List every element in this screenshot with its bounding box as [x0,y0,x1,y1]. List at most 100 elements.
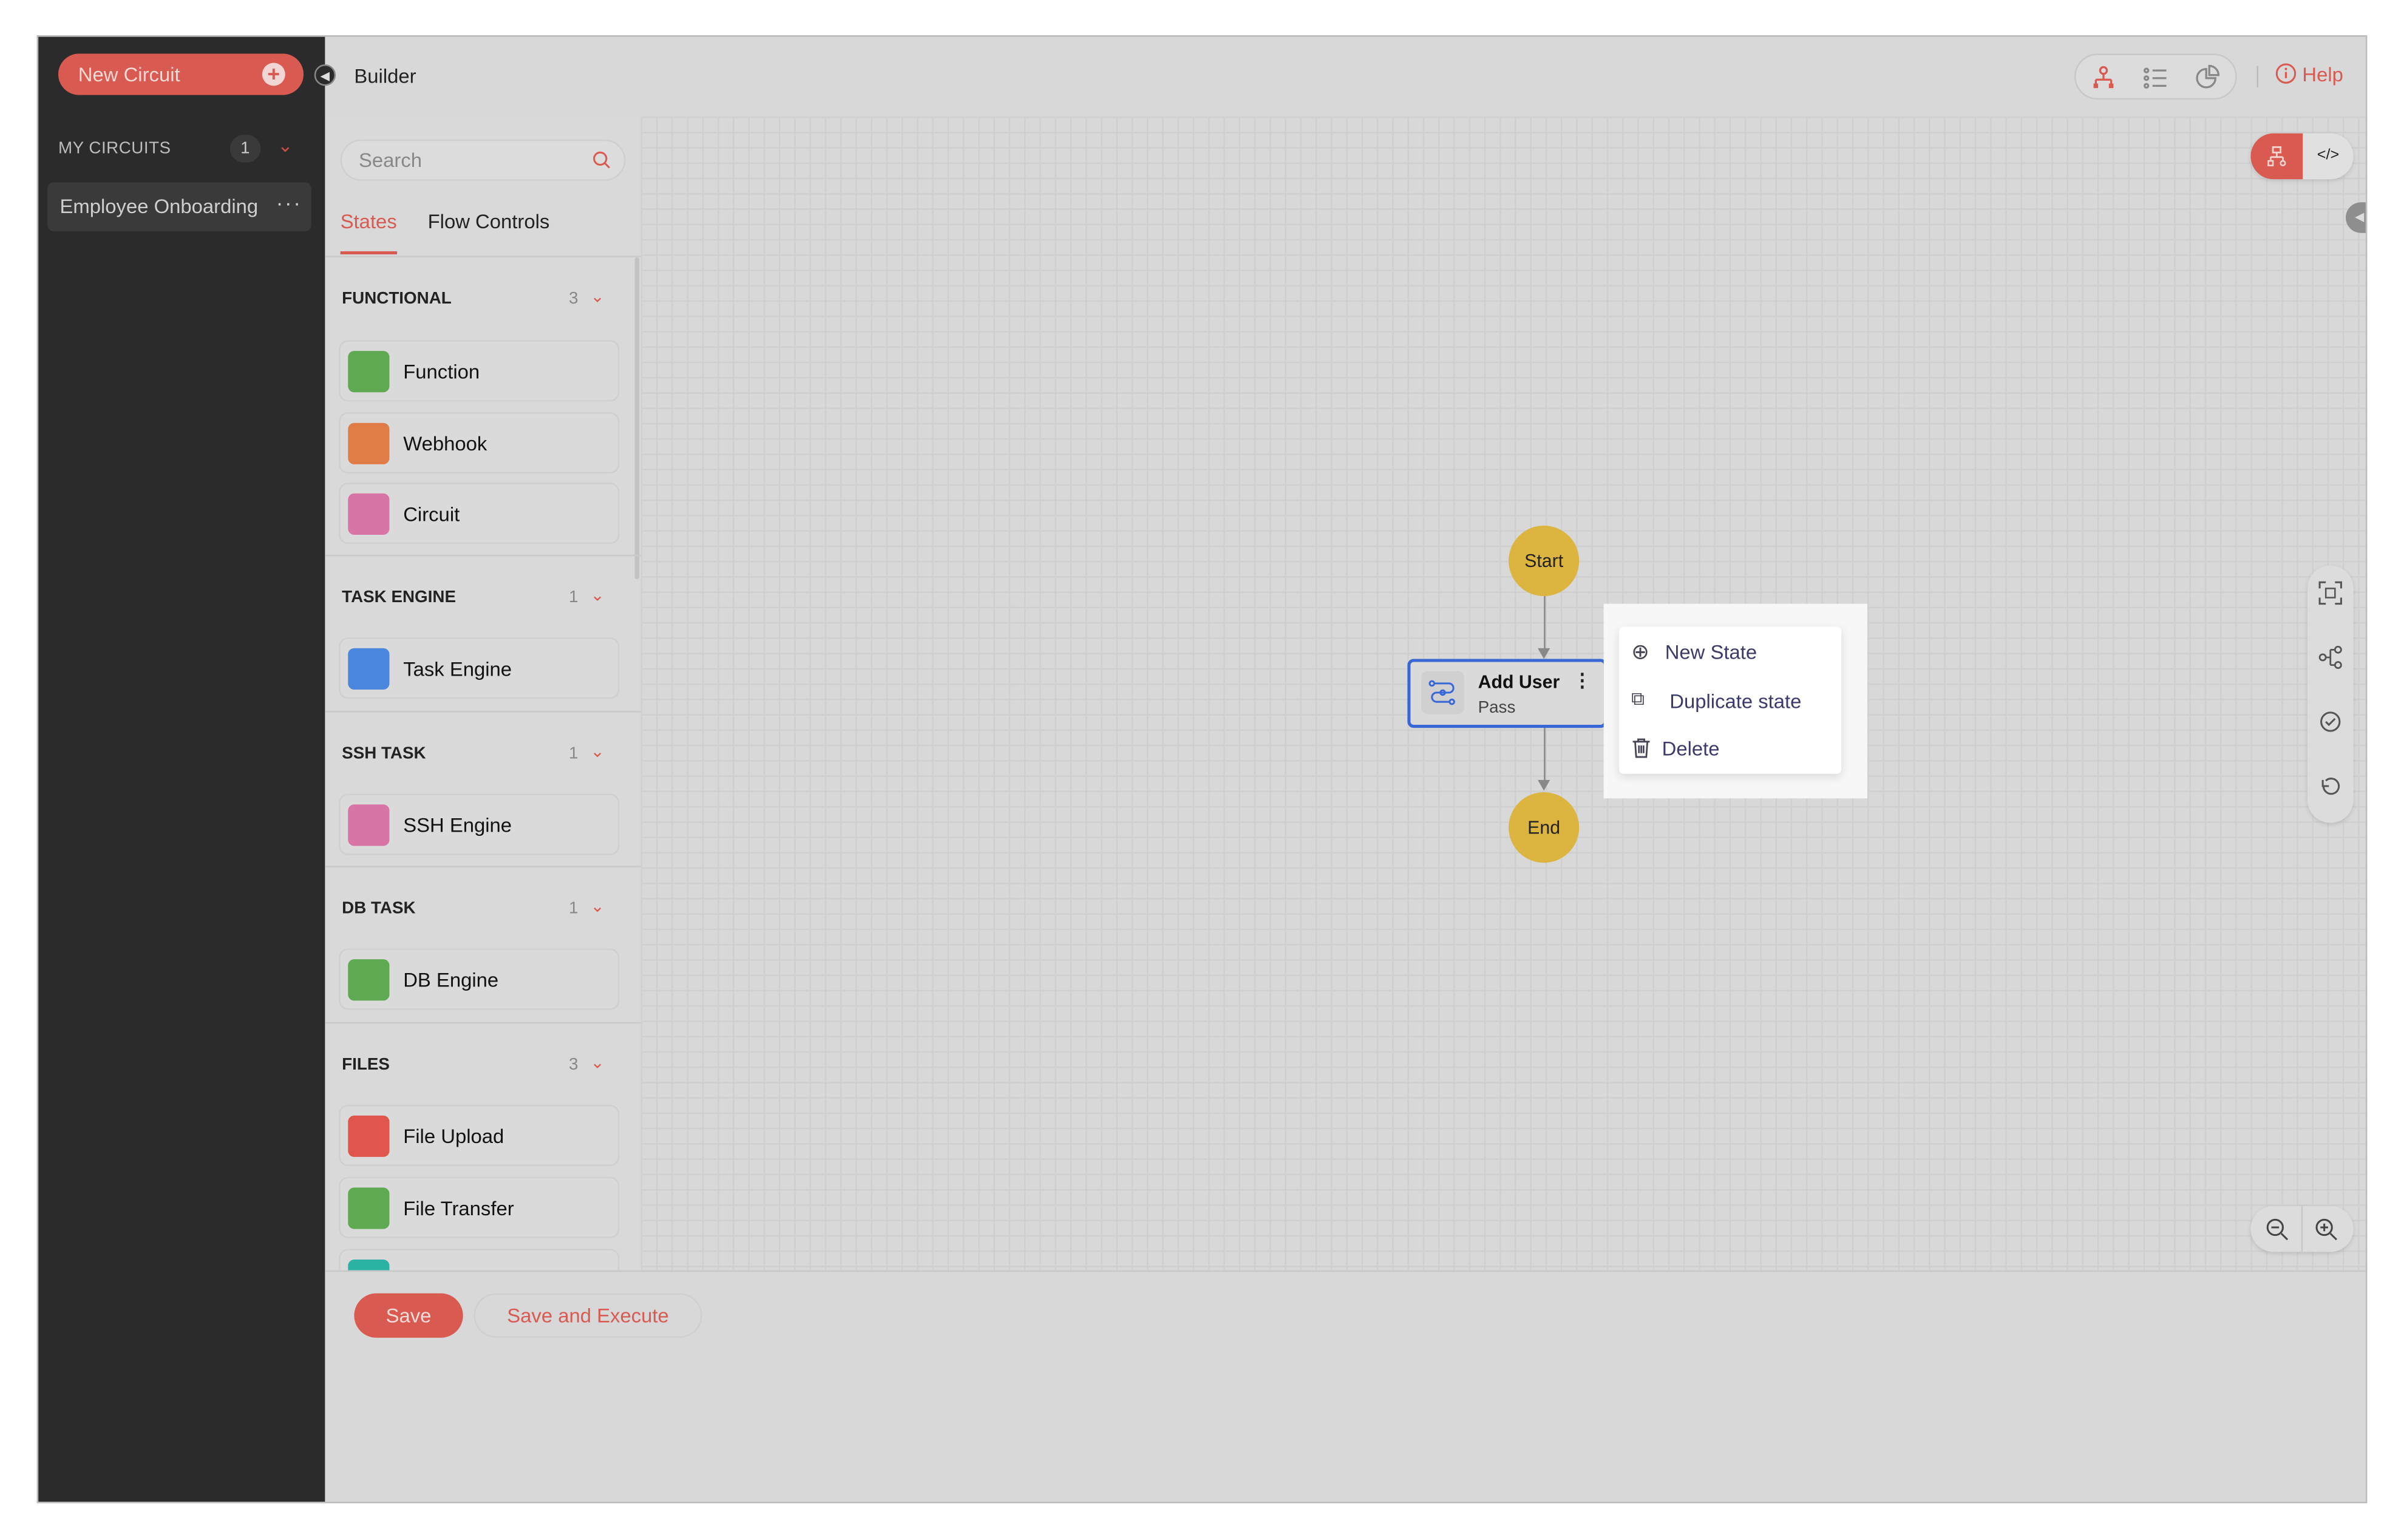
state-label: Circuit [403,503,460,526]
zoom-controls [2250,1206,2354,1252]
file-transfer-icon [348,1187,390,1229]
task-engine-icon [348,648,390,690]
file-upload-icon [348,1115,390,1157]
ssh-engine-icon [348,804,390,846]
help-label: Help [2302,63,2343,86]
chevron-down-icon[interactable]: ⌄ [590,288,605,307]
chevron-down-icon[interactable]: ⌄ [590,743,605,762]
search-input[interactable]: Search [340,139,626,181]
zoom-in-icon[interactable] [2314,1216,2338,1241]
list-view-icon[interactable] [2142,64,2169,92]
new-circuit-button[interactable]: New Circuit + [58,53,304,95]
state-label: SSH Engine [403,813,512,837]
category-task-engine[interactable]: TASK ENGINE 1 ⌄ [342,586,618,607]
connector [1544,595,1546,650]
validate-icon[interactable] [2318,710,2343,734]
state-label: DB Engine [403,968,499,992]
category-label: FUNCTIONAL [342,290,452,308]
context-menu: ⊕New State ⧉Duplicate state Delete [1618,626,1842,774]
arrow-icon [1538,648,1550,659]
plus-icon: + [262,62,285,86]
sidebar: New Circuit + MY CIRCUITS 1 ⌄ Employee Onbo… [38,36,325,1502]
page-title: Builder [354,64,416,87]
info-icon [2275,63,2297,84]
copy-icon: ⧉ [1631,688,1645,710]
chevron-down-icon[interactable]: ⌄ [590,898,605,917]
view-switcher [2074,53,2237,100]
chart-view-icon[interactable] [2194,64,2221,92]
menu-item-label: Duplicate state [1669,689,1802,713]
arrow-icon [1538,779,1550,791]
help-link[interactable]: Help [2275,63,2343,86]
category-count: 1 [568,588,579,607]
start-node[interactable]: Start [1509,525,1580,596]
expand-panel-tab[interactable]: ◀ [2346,202,2366,233]
divider [2256,66,2259,87]
flow-view-icon[interactable] [2090,64,2117,92]
flow-canvas[interactable]: </> ◀ Start Add User ⋮ Pass End ⊕New Sta… [640,116,2366,1270]
category-label: DB TASK [342,899,416,918]
state-function[interactable]: Function [339,340,620,402]
category-count: 1 [568,899,579,918]
active-tab-indicator [340,251,398,255]
scrollbar[interactable] [634,257,640,580]
state-label: Task Engine [403,657,512,680]
tab-states[interactable]: States [340,209,397,233]
code-icon: </> [2317,147,2340,165]
code-mode-button[interactable]: </> [2303,134,2353,180]
circuit-icon [348,493,390,535]
state-circuit[interactable]: Circuit [339,483,620,544]
webhook-icon [348,422,390,464]
state-task-engine[interactable]: Task Engine [339,637,620,699]
footer-bar: Save Save and Execute [325,1270,2366,1502]
visual-mode-button[interactable] [2250,133,2303,180]
state-ssh-engine[interactable]: SSH Engine [339,793,620,855]
chevron-down-icon[interactable]: ⌄ [590,586,605,606]
state-label: Function [403,360,480,384]
search-icon [593,151,610,169]
my-circuits-label: MY CIRCUITS [58,139,171,158]
state-node-add-user[interactable]: Add User ⋮ Pass [1407,659,1607,728]
chevron-down-icon[interactable]: ⌄ [277,135,294,157]
state-label: Webhook [403,432,487,455]
canvas-toolbar [2307,565,2354,823]
more-vertical-icon[interactable]: ⋮ [1573,670,1592,691]
undo-icon[interactable] [2318,774,2343,798]
state-db-engine[interactable]: DB Engine [339,948,620,1010]
collapse-sidebar-icon[interactable]: ◀ [314,64,336,86]
auto-layout-icon[interactable] [2318,645,2343,670]
category-count: 1 [568,744,579,764]
chevron-down-icon[interactable]: ⌄ [590,1054,605,1073]
fit-screen-icon[interactable] [2318,581,2343,605]
category-db-task[interactable]: DB TASK 1 ⌄ [342,898,618,918]
category-label: FILES [342,1056,390,1074]
trash-icon [1632,738,1650,758]
more-icon[interactable]: ··· [276,190,302,215]
tab-flow-controls[interactable]: Flow Controls [427,209,550,233]
function-icon [348,351,390,393]
divider [325,256,641,258]
state-file-upload[interactable]: File Upload [339,1105,620,1167]
pass-state-icon [1421,671,1464,714]
state-file-transfer[interactable]: File Transfer [339,1176,620,1238]
circuit-count-badge: 1 [229,135,261,163]
save-button[interactable]: Save [354,1293,463,1338]
circuit-item[interactable]: Employee Onboarding··· [47,182,311,232]
header: Builder Help [325,36,2366,117]
divider [325,866,641,867]
end-node[interactable]: End [1509,792,1580,863]
context-menu-backdrop: ⊕New State ⧉Duplicate state Delete [1603,603,1868,799]
new-circuit-label: New Circuit [78,63,180,86]
flow-icon [2267,146,2286,166]
state-type: Pass [1478,699,1516,717]
category-label: TASK ENGINE [342,588,456,607]
zoom-out-icon[interactable] [2264,1216,2289,1241]
state-webhook[interactable]: Webhook [339,412,620,474]
save-and-execute-button[interactable]: Save and Execute [474,1293,702,1338]
menu-item-label: Delete [1662,737,1720,761]
my-circuits-header[interactable]: MY CIRCUITS 1 ⌄ [58,135,304,163]
